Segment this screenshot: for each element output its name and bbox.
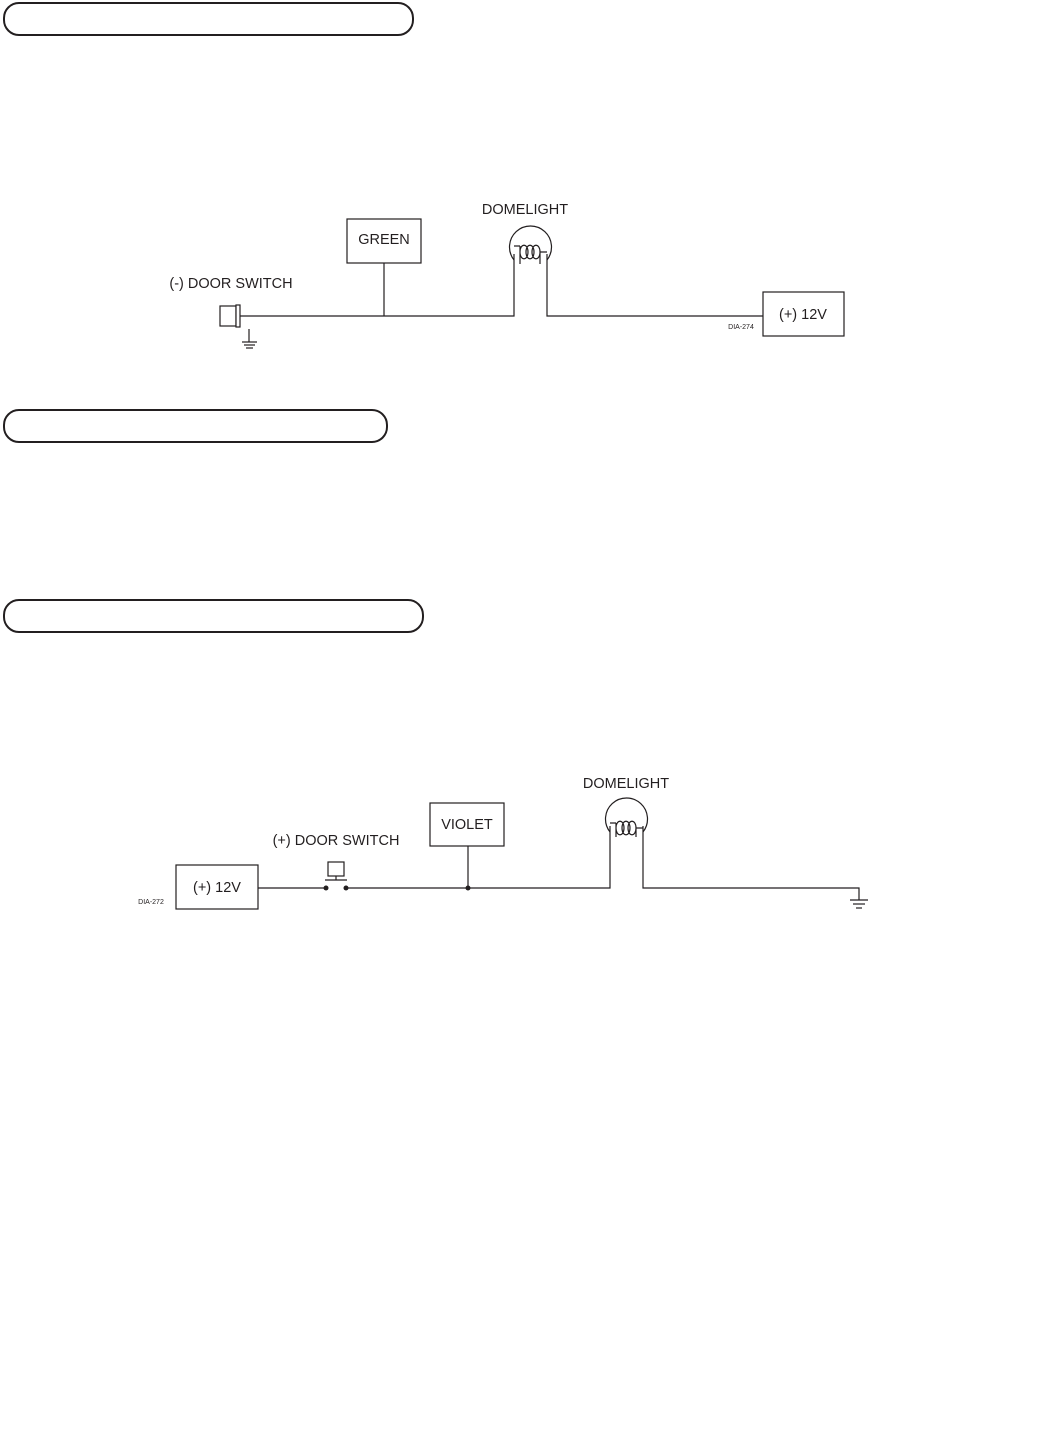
negative-door-switch-label: (-) DOOR SWITCH xyxy=(169,276,292,292)
section-banner-3 xyxy=(3,599,424,633)
positive-door-switch-label: (+) DOOR SWITCH xyxy=(273,833,400,849)
ground-icon xyxy=(242,329,257,349)
wire-domelight-to-power xyxy=(546,254,763,317)
junction-dot xyxy=(465,885,471,891)
power-12v-box xyxy=(175,864,259,910)
door-switch-pin-icon xyxy=(219,304,241,328)
domelight-bulb-icon xyxy=(604,797,649,837)
power-12v-box xyxy=(762,291,845,337)
green-wire-box xyxy=(346,218,422,264)
wiring-diagram-positive: VIOLET DOMELIGHT (+) DOOR SWITCH (+) 12V… xyxy=(138,776,868,910)
ground-icon xyxy=(850,899,868,909)
door-switch-pushbutton-icon xyxy=(323,861,349,891)
power-12v-label: (+) 12V xyxy=(779,307,827,323)
violet-wire-box xyxy=(429,802,505,847)
section-banner-2 xyxy=(3,409,388,443)
section-banner-1 xyxy=(3,2,414,36)
domelight-label: DOMELIGHT xyxy=(482,202,568,218)
wire-switch-to-domelight xyxy=(346,826,611,889)
domelight-label: DOMELIGHT xyxy=(583,776,669,792)
green-wire-label: GREEN xyxy=(358,232,410,248)
violet-wire-label: VIOLET xyxy=(441,817,493,833)
wire-switch-to-domelight xyxy=(240,254,515,317)
diagram-id-label: DIA-274 xyxy=(728,324,754,331)
diagram-id-label: DIA-272 xyxy=(138,899,164,906)
domelight-bulb-icon xyxy=(508,225,553,264)
power-12v-label: (+) 12V xyxy=(193,880,241,896)
wiring-diagram-negative: GREEN DOMELIGHT (-) DOOR SWITCH (+) 12V … xyxy=(169,202,845,349)
wire-domelight-to-ground xyxy=(642,826,860,900)
